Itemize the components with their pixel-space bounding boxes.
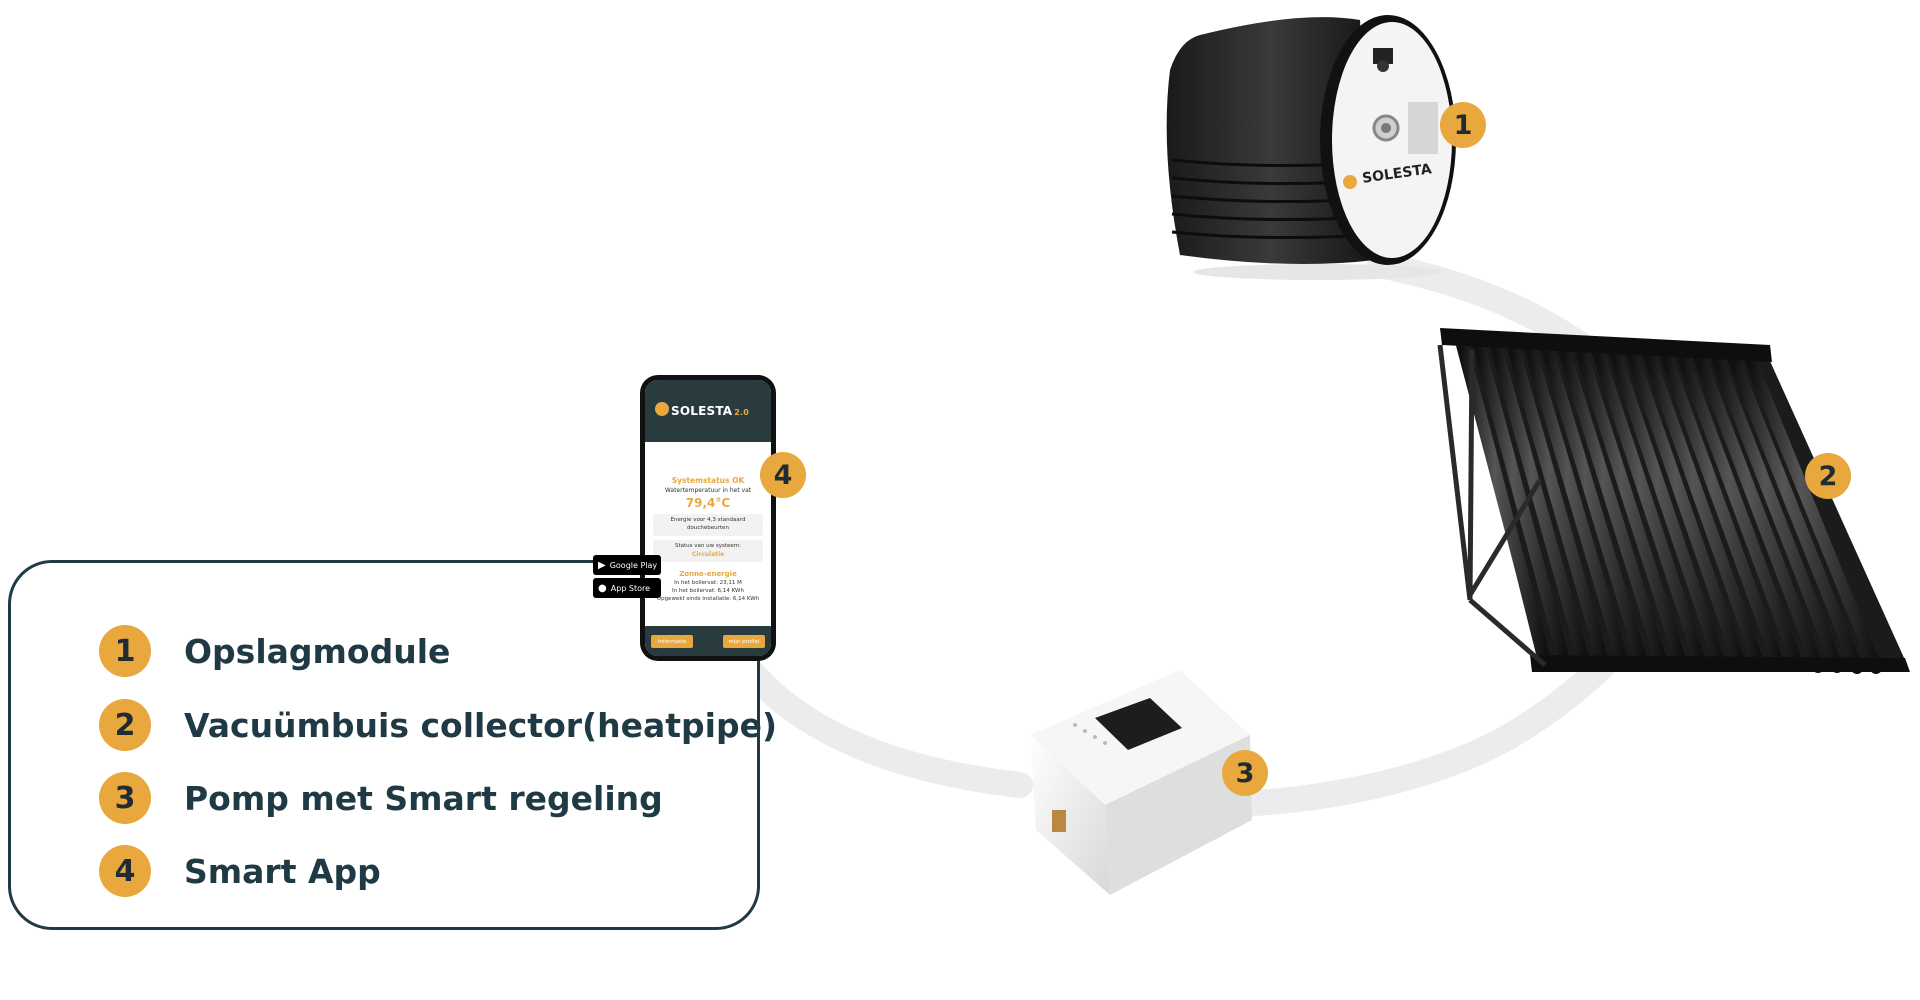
sun-logo-icon <box>655 402 669 416</box>
collector-frame <box>1437 344 1547 667</box>
badge-collector: 2 <box>1805 453 1851 499</box>
collector-tubes <box>1456 339 1882 674</box>
badge-storage: 1 <box>1440 102 1486 148</box>
legend-number: 1 <box>99 625 151 677</box>
app-footer: informatie mijn profiel <box>645 626 771 656</box>
legend-number: 2 <box>99 699 151 751</box>
badge-app: 4 <box>760 452 806 498</box>
legend-label: Vacuümbuis collector(heatpipe) <box>184 705 778 745</box>
legend-panel: 1 Opslagmodule 2 Vacuümbuis collector(he… <box>8 560 777 930</box>
solar-title: Zonne-energie <box>679 570 737 578</box>
google-play-badge[interactable]: ▶ Google Play <box>593 555 661 575</box>
legend-item-pump: 3 Pomp met Smart regeling <box>99 770 663 826</box>
system-status-value: Circulatie <box>691 551 725 558</box>
status-title: Systemstatus OK <box>671 476 745 485</box>
legend-label: Opslagmodule <box>184 631 451 671</box>
google-play-label: Google Play <box>609 560 658 570</box>
pump-indicator-dots <box>1073 723 1107 745</box>
google-play-icon: ▶ <box>598 559 606 571</box>
solar-line-3: Opgewekt sinds installatie: 6,14 KWh <box>656 596 760 602</box>
pump-image <box>1030 670 1252 895</box>
vacuum-collector-image <box>1437 328 1910 674</box>
legend-label: Smart App <box>184 851 381 891</box>
water-temp-value: 79,4°C <box>685 496 731 510</box>
energy-line-2: douchebeurten <box>687 525 729 531</box>
legend-number: 3 <box>99 772 151 824</box>
badge-pump: 3 <box>1222 750 1268 796</box>
info-button[interactable]: informatie <box>651 635 693 648</box>
legend-item-collector: 2 Vacuümbuis collector(heatpipe) <box>99 697 777 753</box>
legend-item-storage: 1 Opslagmodule <box>99 623 450 679</box>
solar-line-1: In het boilervat: 23,11 M <box>674 580 742 586</box>
legend-number: 4 <box>99 845 151 897</box>
legend-label: Pomp met Smart regeling <box>184 778 663 818</box>
solar-line-2: In het boilervat: 6,14 KWh <box>672 588 744 594</box>
water-temp-label: Watertemperatuur in het vat <box>664 487 752 494</box>
energy-card: Energie voor 4,3 standaard douchebeurten <box>653 514 763 536</box>
energy-line-1: Energie voor 4,3 standaard <box>670 517 746 523</box>
profile-button[interactable]: mijn profiel <box>723 635 765 648</box>
legend-item-app: 4 Smart App <box>99 843 381 899</box>
apple-icon: ● <box>598 582 607 594</box>
app-brand-version: 2.0 <box>734 408 750 417</box>
system-status-label: Status van uw systeem: <box>675 543 741 549</box>
storage-module-image <box>1166 15 1456 280</box>
app-store-label: App Store <box>610 583 651 593</box>
app-brand-name: SOLESTA <box>671 404 733 418</box>
system-status-card: Status van uw systeem: Circulatie <box>653 540 763 562</box>
app-store-badge[interactable]: ● App Store <box>593 578 661 598</box>
